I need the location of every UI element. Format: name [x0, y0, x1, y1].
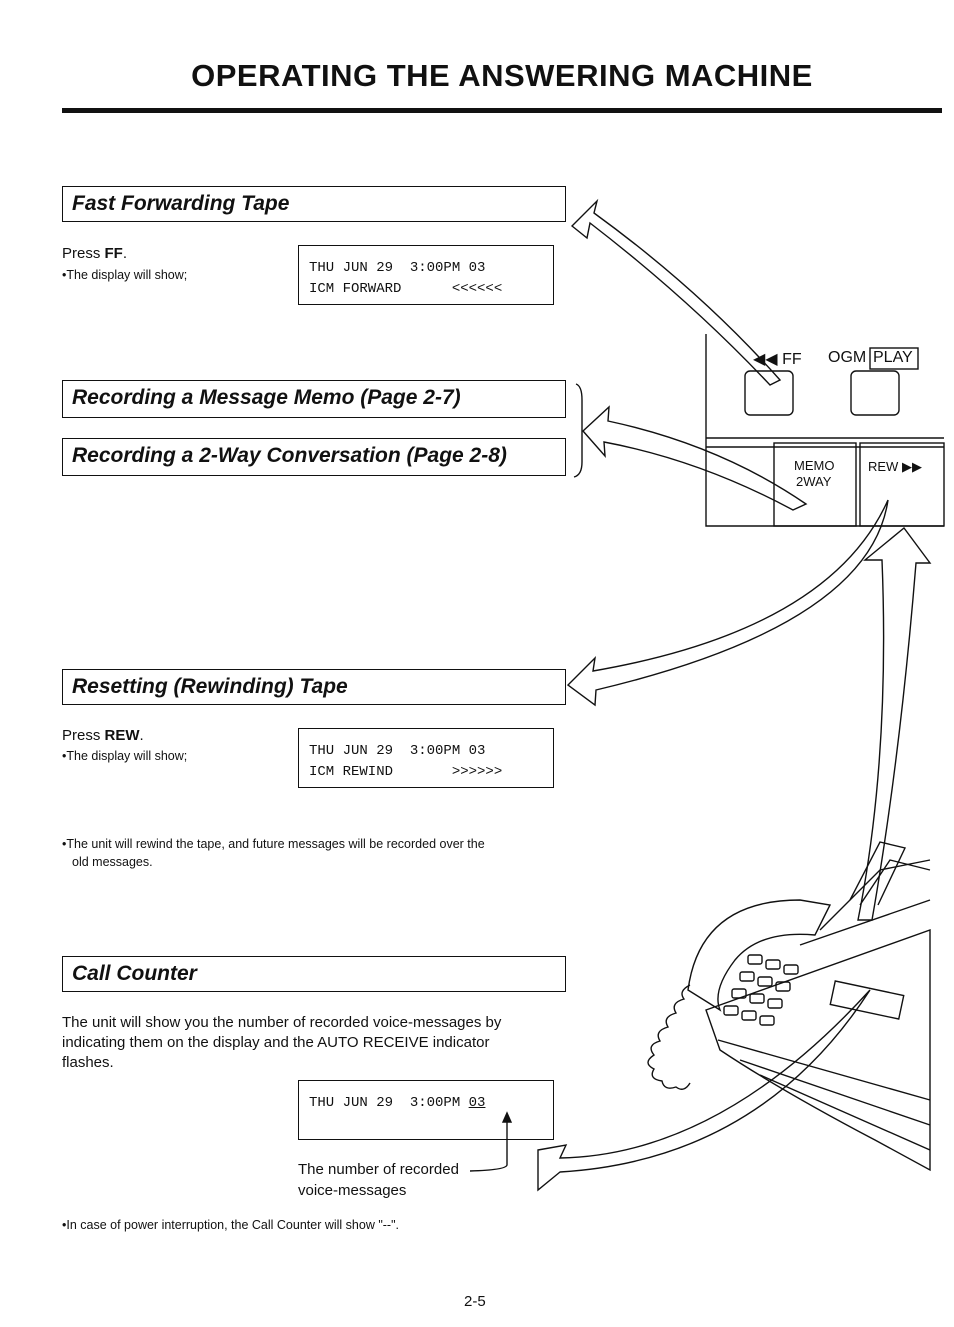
rewind-arrow	[566, 499, 889, 707]
fast-forward-heading: Fast Forwarding Tape	[62, 186, 566, 222]
display-prefix: THU JUN 29 3:00PM	[309, 1095, 469, 1111]
rewind-instruction: Press REW.	[62, 726, 144, 746]
ff-arrow	[570, 198, 782, 386]
memo-heading: Recording a Message Memo (Page 2-7)	[62, 380, 566, 418]
memo-label: MEMO	[794, 458, 835, 473]
call-counter-body-line-2: indicating them on the display and the A…	[62, 1034, 490, 1051]
ogm-label: OGM	[828, 349, 867, 366]
fax-display	[829, 980, 905, 1020]
rewind-note-line-1: •The unit will rewind the tape, and futu…	[62, 837, 485, 851]
press-prefix: Press	[62, 245, 105, 262]
rew-button-outline	[859, 442, 945, 527]
counter-arrow	[537, 989, 871, 1192]
count-leader-line	[469, 1115, 508, 1172]
display-line-2: ICM FORWARD <<<<<<	[309, 281, 503, 297]
play-label: PLAY	[873, 349, 913, 366]
fast-forward-icon: ▶▶	[901, 459, 922, 474]
rew-label-text: REW	[868, 459, 899, 474]
coiled-cord	[647, 984, 691, 1090]
fast-forward-display: THU JUN 29 3:00PM 03 ICM FORWARD <<<<<<	[298, 245, 554, 305]
power-interruption-note: •In case of power interruption, the Call…	[62, 1218, 400, 1232]
title-rule	[62, 108, 942, 113]
press-suffix: .	[139, 727, 144, 744]
ogm-play-button	[850, 370, 900, 416]
display-line-1: THU JUN 29 3:00PM 03	[309, 260, 486, 276]
call-counter-body-line-3: flashes.	[62, 1054, 114, 1071]
rewind-display: THU JUN 29 3:00PM 03 ICM REWIND >>>>>>	[298, 728, 554, 788]
rewind-display-note: •The display will show;	[62, 749, 188, 763]
two-way-label: 2WAY	[796, 474, 832, 489]
rewind-note-line-2: old messages.	[72, 855, 153, 869]
ff-button	[744, 370, 794, 416]
two-way-heading: Recording a 2-Way Conversation (Page 2-8…	[62, 438, 566, 476]
call-counter-heading: Call Counter	[62, 956, 566, 992]
rewind-heading: Resetting (Rewinding) Tape	[62, 669, 566, 705]
rew-label: REW ▶▶	[868, 459, 922, 474]
press-suffix: .	[122, 245, 128, 262]
caption-line-2: voice-messages	[298, 1182, 407, 1199]
bracket-shape	[573, 383, 583, 478]
fast-forward-instruction: Press FF.	[62, 244, 127, 264]
play-box	[869, 347, 919, 370]
page-title: OPERATING THE ANSWERING MACHINE	[191, 58, 813, 93]
rewind-icon: ◀◀	[753, 351, 778, 368]
fax-body	[705, 929, 931, 1172]
handset	[687, 899, 832, 1012]
call-counter-display: THU JUN 29 3:00PM 03	[298, 1080, 554, 1140]
display-line-2: ICM REWIND >>>>>>	[309, 764, 503, 780]
message-count: 03	[468, 1095, 486, 1111]
ff-key-name: FF	[104, 245, 123, 262]
fax-flap	[849, 841, 907, 906]
display-line-1: THU JUN 29 3:00PM 03	[309, 743, 486, 759]
display-line-1: THU JUN 29 3:00PM 03	[309, 1093, 543, 1114]
caption-line-1: The number of recorded	[298, 1161, 459, 1178]
fax-keypad	[723, 954, 799, 1026]
rew-key-name: REW	[104, 727, 140, 744]
ff-label-text: FF	[782, 351, 802, 368]
press-prefix: Press	[62, 727, 105, 744]
call-counter-body-line-1: The unit will show you the number of rec…	[62, 1014, 502, 1031]
fast-forward-display-note: •The display will show;	[62, 268, 188, 282]
ff-label: ◀◀ FF	[753, 349, 802, 369]
memo-arrow	[582, 405, 808, 511]
page-number: 2-5	[464, 1293, 486, 1310]
